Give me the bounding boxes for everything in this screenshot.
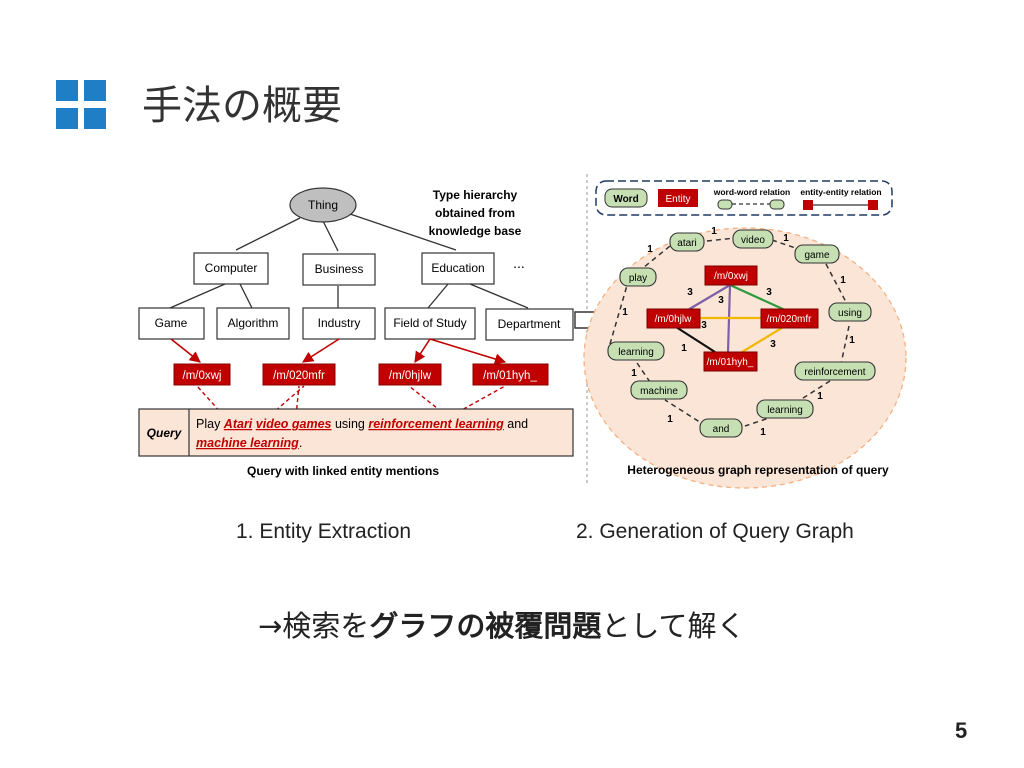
ellipsis: ... xyxy=(513,255,525,271)
svg-text:3: 3 xyxy=(770,339,776,350)
department-node: Department xyxy=(498,317,561,331)
algorithm-node: Algorithm xyxy=(228,316,279,330)
svg-text:and: and xyxy=(713,424,730,435)
svg-text:Type hierarchy: Type hierarchy xyxy=(433,188,518,202)
page-title: 手法の概要 xyxy=(142,83,342,129)
svg-text:1: 1 xyxy=(647,244,653,255)
grid-icon xyxy=(56,80,112,132)
svg-text:obtained from: obtained from xyxy=(435,206,515,220)
entity-boxes: /m/0xwj /m/020mfr /m/0hjlw /m/01hyh_ xyxy=(173,363,549,386)
svg-text:1: 1 xyxy=(681,343,687,354)
svg-text:learning: learning xyxy=(618,347,654,358)
query-box xyxy=(138,408,574,457)
field-of-study-node: Field of Study xyxy=(393,316,466,330)
industry-node: Industry xyxy=(318,316,361,330)
svg-text:using: using xyxy=(838,308,862,319)
svg-text:/m/0xwj: /m/0xwj xyxy=(714,271,748,282)
svg-text:1: 1 xyxy=(849,335,855,346)
svg-text:1: 1 xyxy=(667,414,673,425)
game-node: Game xyxy=(155,316,188,330)
svg-text:word-word relation: word-word relation xyxy=(713,187,791,197)
entity-0xwj: /m/0xwj xyxy=(183,370,222,382)
svg-text:/m/020mfr: /m/020mfr xyxy=(766,314,812,325)
svg-text:game: game xyxy=(804,250,829,261)
thing-label: Thing xyxy=(308,198,338,212)
entity-020mfr: /m/020mfr xyxy=(273,370,325,382)
svg-text:Entity: Entity xyxy=(665,194,690,205)
svg-text:3: 3 xyxy=(687,287,693,298)
svg-text:video: video xyxy=(741,235,765,246)
type-hierarchy-note: Type hierarchy obtained from knowledge b… xyxy=(429,188,522,238)
left-caption: Query with linked entity mentions xyxy=(247,464,439,478)
svg-text:3: 3 xyxy=(718,295,724,306)
svg-text:1: 1 xyxy=(783,233,789,244)
query-text-line1: Play Atari video games using reinforceme… xyxy=(196,417,528,431)
right-caption: Heterogeneous graph representation of qu… xyxy=(627,463,889,477)
svg-text:/m/0hjlw: /m/0hjlw xyxy=(655,314,692,325)
svg-text:machine: machine xyxy=(640,386,678,397)
svg-text:1: 1 xyxy=(622,307,628,318)
svg-text:1: 1 xyxy=(760,427,766,438)
svg-text:1: 1 xyxy=(817,391,823,402)
education-node: Education xyxy=(431,261,484,275)
business-node: Business xyxy=(315,262,364,276)
query-graph-diagram: Word Entity word-word relation entity-en… xyxy=(583,180,907,489)
svg-text:knowledge base: knowledge base xyxy=(429,224,522,238)
page-number: 5 xyxy=(955,718,968,743)
svg-text:1: 1 xyxy=(711,226,717,237)
query-text-line2: machine learning. xyxy=(196,436,302,450)
svg-text:entity-entity relation: entity-entity relation xyxy=(800,187,881,197)
svg-text:1: 1 xyxy=(840,275,846,286)
svg-text:/m/01hyh_: /m/01hyh_ xyxy=(707,357,754,368)
query-label: Query xyxy=(147,426,183,440)
svg-text:reinforcement: reinforcement xyxy=(804,367,865,378)
step1-caption: 1. Entity Extraction xyxy=(236,520,412,543)
thing-node xyxy=(289,187,357,223)
type-hierarchy-diagram: Thing Type hierarchy obtained from knowl… xyxy=(138,187,574,478)
computer-node: Computer xyxy=(205,261,258,275)
method-overview-figure: Thing Type hierarchy obtained from knowl… xyxy=(138,174,907,489)
svg-text:learning: learning xyxy=(767,405,803,416)
svg-text:play: play xyxy=(629,273,647,284)
step2-caption: 2. Generation of Query Graph xyxy=(576,520,854,543)
svg-text:1: 1 xyxy=(631,368,637,379)
entity-01hyh: /m/01hyh_ xyxy=(483,370,537,382)
svg-text:atari: atari xyxy=(677,238,696,249)
svg-text:Word: Word xyxy=(613,194,638,205)
svg-text:3: 3 xyxy=(766,287,772,298)
conclusion-text: →検索をグラフの被覆問題として解く xyxy=(258,609,746,643)
svg-text:3: 3 xyxy=(701,320,707,331)
entity-0hjlw: /m/0hjlw xyxy=(389,370,432,382)
